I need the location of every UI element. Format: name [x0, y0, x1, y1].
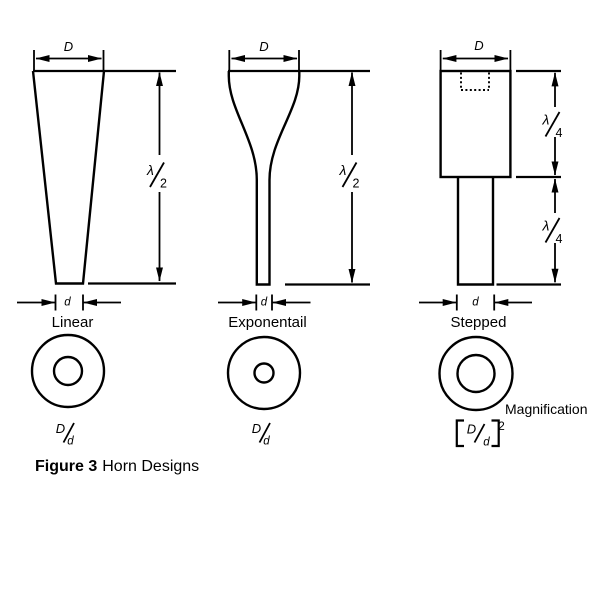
bracket-left-icon	[455, 419, 464, 448]
denominator-d: d	[263, 436, 270, 448]
exponential-cross-section-outer	[226, 335, 302, 411]
stepped-cross-section-inner	[456, 353, 496, 394]
figure-caption: Figure 3 Horn Designs	[35, 458, 199, 475]
numerator-D: D	[56, 421, 65, 436]
linear-d-label: d	[64, 297, 71, 309]
horn-stepped: D λ 4 λ 4 d Stepped Magnification D	[419, 38, 588, 449]
fraction-slash	[544, 111, 561, 137]
bracket-right-icon	[491, 419, 500, 448]
denominator-d: d	[67, 436, 74, 448]
linear-horn-outline	[31, 70, 106, 285]
fraction-slash	[544, 217, 561, 243]
fraction-slash	[62, 422, 75, 443]
stepped-d-extension-ticks	[455, 294, 496, 311]
lambda-symbol: λ	[146, 162, 154, 178]
linear-half-wavelength-label: λ 2	[146, 162, 167, 191]
linear-D-label: D	[64, 39, 73, 54]
exponential-horn-outline	[227, 71, 301, 286]
fraction-slash	[149, 162, 165, 188]
exponential-name: Exponentail	[228, 314, 306, 331]
horn-exponential: D λ 2 d Exponentail D d	[218, 39, 370, 448]
figure-caption-title: Horn Designs	[102, 458, 199, 475]
exponential-d-extension-ticks	[255, 294, 273, 311]
numerator-D: D	[252, 421, 261, 436]
stepped-upper-section	[439, 69, 512, 179]
fraction-slash	[473, 423, 486, 443]
lambda-symbol: λ	[339, 162, 347, 178]
stepped-name: Stepped	[451, 314, 507, 331]
lambda-symbol: λ	[542, 112, 550, 128]
stepped-D-extension-ticks	[439, 50, 512, 72]
denominator-d: d	[483, 437, 490, 449]
stepped-lower-section	[456, 177, 495, 286]
stepped-magnification-formula: D d 2	[455, 419, 505, 449]
exponent-2: 2	[498, 419, 505, 433]
numerator-D: D	[467, 422, 476, 437]
lambda-symbol: λ	[542, 218, 550, 234]
denominator-4: 4	[556, 232, 563, 246]
fraction-slash	[341, 162, 358, 188]
linear-cross-section-outer	[30, 333, 106, 409]
exponential-d-label: d	[261, 297, 268, 309]
stepped-cross-section-outer	[438, 335, 514, 412]
figure-caption-number: Figure 3	[35, 458, 97, 475]
exponential-cross-section-inner	[253, 362, 275, 384]
stepped-tapped-hole-hidden-lines	[460, 72, 490, 91]
magnification-label: Magnification	[505, 401, 588, 417]
exponential-D-extension-ticks	[228, 50, 300, 72]
linear-D-extension-ticks	[33, 50, 105, 72]
stepped-lower-quarter-wavelength-label: λ 4	[542, 218, 563, 247]
linear-cross-section-inner	[52, 355, 84, 387]
denominator-2: 2	[353, 177, 360, 191]
stepped-upper-quarter-wavelength-label: λ 4	[542, 112, 563, 141]
stepped-D-label: D	[474, 38, 483, 53]
exponential-half-wavelength-label: λ 2	[339, 162, 360, 191]
horn-linear: D λ 2 d Linear D d	[17, 39, 176, 448]
linear-name: Linear	[52, 314, 94, 331]
stepped-d-label: d	[472, 297, 479, 309]
exponential-magnification-formula: D d	[252, 421, 271, 448]
linear-magnification-formula: D d	[56, 421, 75, 448]
exponential-D-label: D	[259, 39, 268, 54]
denominator-2: 2	[160, 177, 167, 191]
fraction-slash	[258, 422, 271, 443]
linear-d-extension-ticks	[54, 294, 84, 311]
denominator-4: 4	[556, 126, 563, 140]
